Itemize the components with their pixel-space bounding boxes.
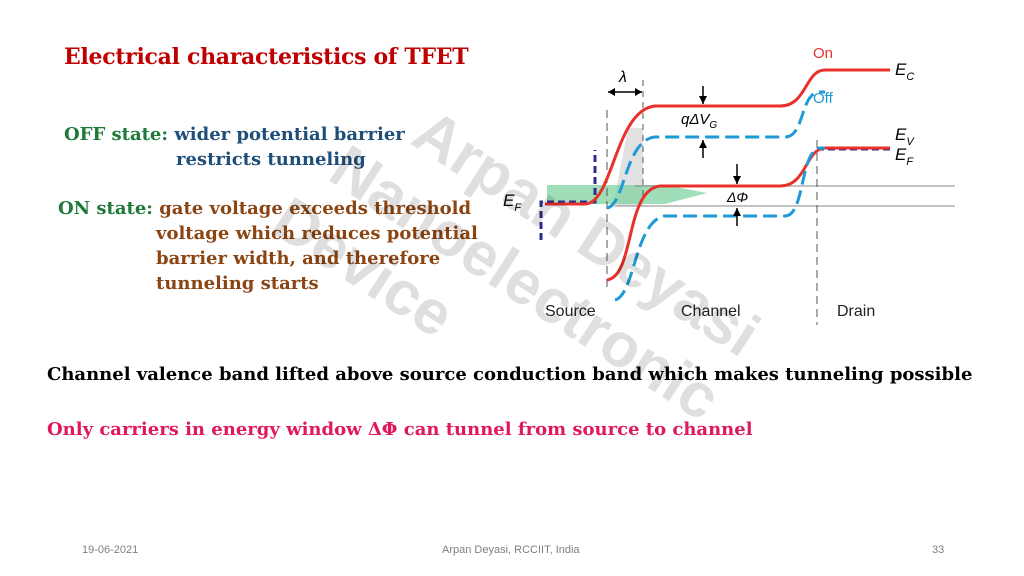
drain-label: Drain bbox=[837, 303, 875, 320]
qdvg-arrowhead-bottom bbox=[699, 140, 707, 148]
on-state-line-1: gate voltage exceeds threshold bbox=[159, 198, 472, 219]
ef-right-label: EF bbox=[895, 145, 914, 168]
lambda-label: λ bbox=[618, 69, 627, 86]
footer-date: 19-06-2021 bbox=[82, 544, 139, 556]
tunnel-window bbox=[547, 185, 707, 204]
dphi-label: ΔΦ bbox=[726, 189, 748, 205]
source-label: Source bbox=[545, 303, 596, 320]
on-state-block: ON state: gate voltage exceeds threshold… bbox=[58, 196, 478, 296]
statement-valence-band: Channel valence band lifted above source… bbox=[47, 364, 973, 385]
lambda-arrowhead-left bbox=[608, 88, 615, 96]
lambda-arrowhead-right bbox=[635, 88, 642, 96]
slide-title: Electrical characteristics of TFET bbox=[64, 44, 469, 70]
ev-label: EV bbox=[895, 125, 915, 148]
off-state-block: OFF state: wider potential barrier restr… bbox=[64, 122, 405, 172]
statement-energy-window: Only carriers in energy window ΔΦ can tu… bbox=[47, 419, 753, 440]
off-valence-band bbox=[614, 146, 825, 302]
ef-left-label: EF bbox=[503, 191, 522, 214]
fermi-level-left bbox=[539, 150, 597, 240]
ec-label: EC bbox=[895, 60, 914, 83]
on-state-line-4: tunneling starts bbox=[156, 273, 319, 294]
qdvg-arrowhead-top bbox=[699, 96, 707, 104]
on-conduction-band bbox=[545, 68, 890, 206]
off-conduction-band bbox=[606, 90, 825, 210]
off-state-line-1: wider potential barrier bbox=[174, 124, 405, 145]
footer-page-number: 33 bbox=[932, 544, 945, 556]
off-label: Off bbox=[813, 90, 834, 107]
off-state-line-2: restricts tunneling bbox=[176, 149, 366, 170]
off-state-label: OFF state: bbox=[64, 124, 169, 145]
on-state-line-2: voltage which reduces potential bbox=[156, 223, 478, 244]
qdvg-label: qΔVG bbox=[681, 111, 717, 131]
on-state-line-3: barrier width, and therefore bbox=[156, 248, 441, 269]
on-valence-band bbox=[606, 146, 890, 282]
on-label: On bbox=[813, 45, 833, 62]
channel-label: Channel bbox=[681, 303, 741, 320]
dphi-arrowhead-bottom bbox=[733, 208, 741, 216]
on-state-label: ON state: bbox=[58, 198, 153, 219]
footer-author: Arpan Deyasi, RCCIIT, India bbox=[442, 544, 580, 556]
band-diagram: On Off EC EV EF EF λ qΔVG ΔΦ Source Chan… bbox=[503, 45, 955, 325]
dphi-arrowhead-top bbox=[733, 176, 741, 184]
